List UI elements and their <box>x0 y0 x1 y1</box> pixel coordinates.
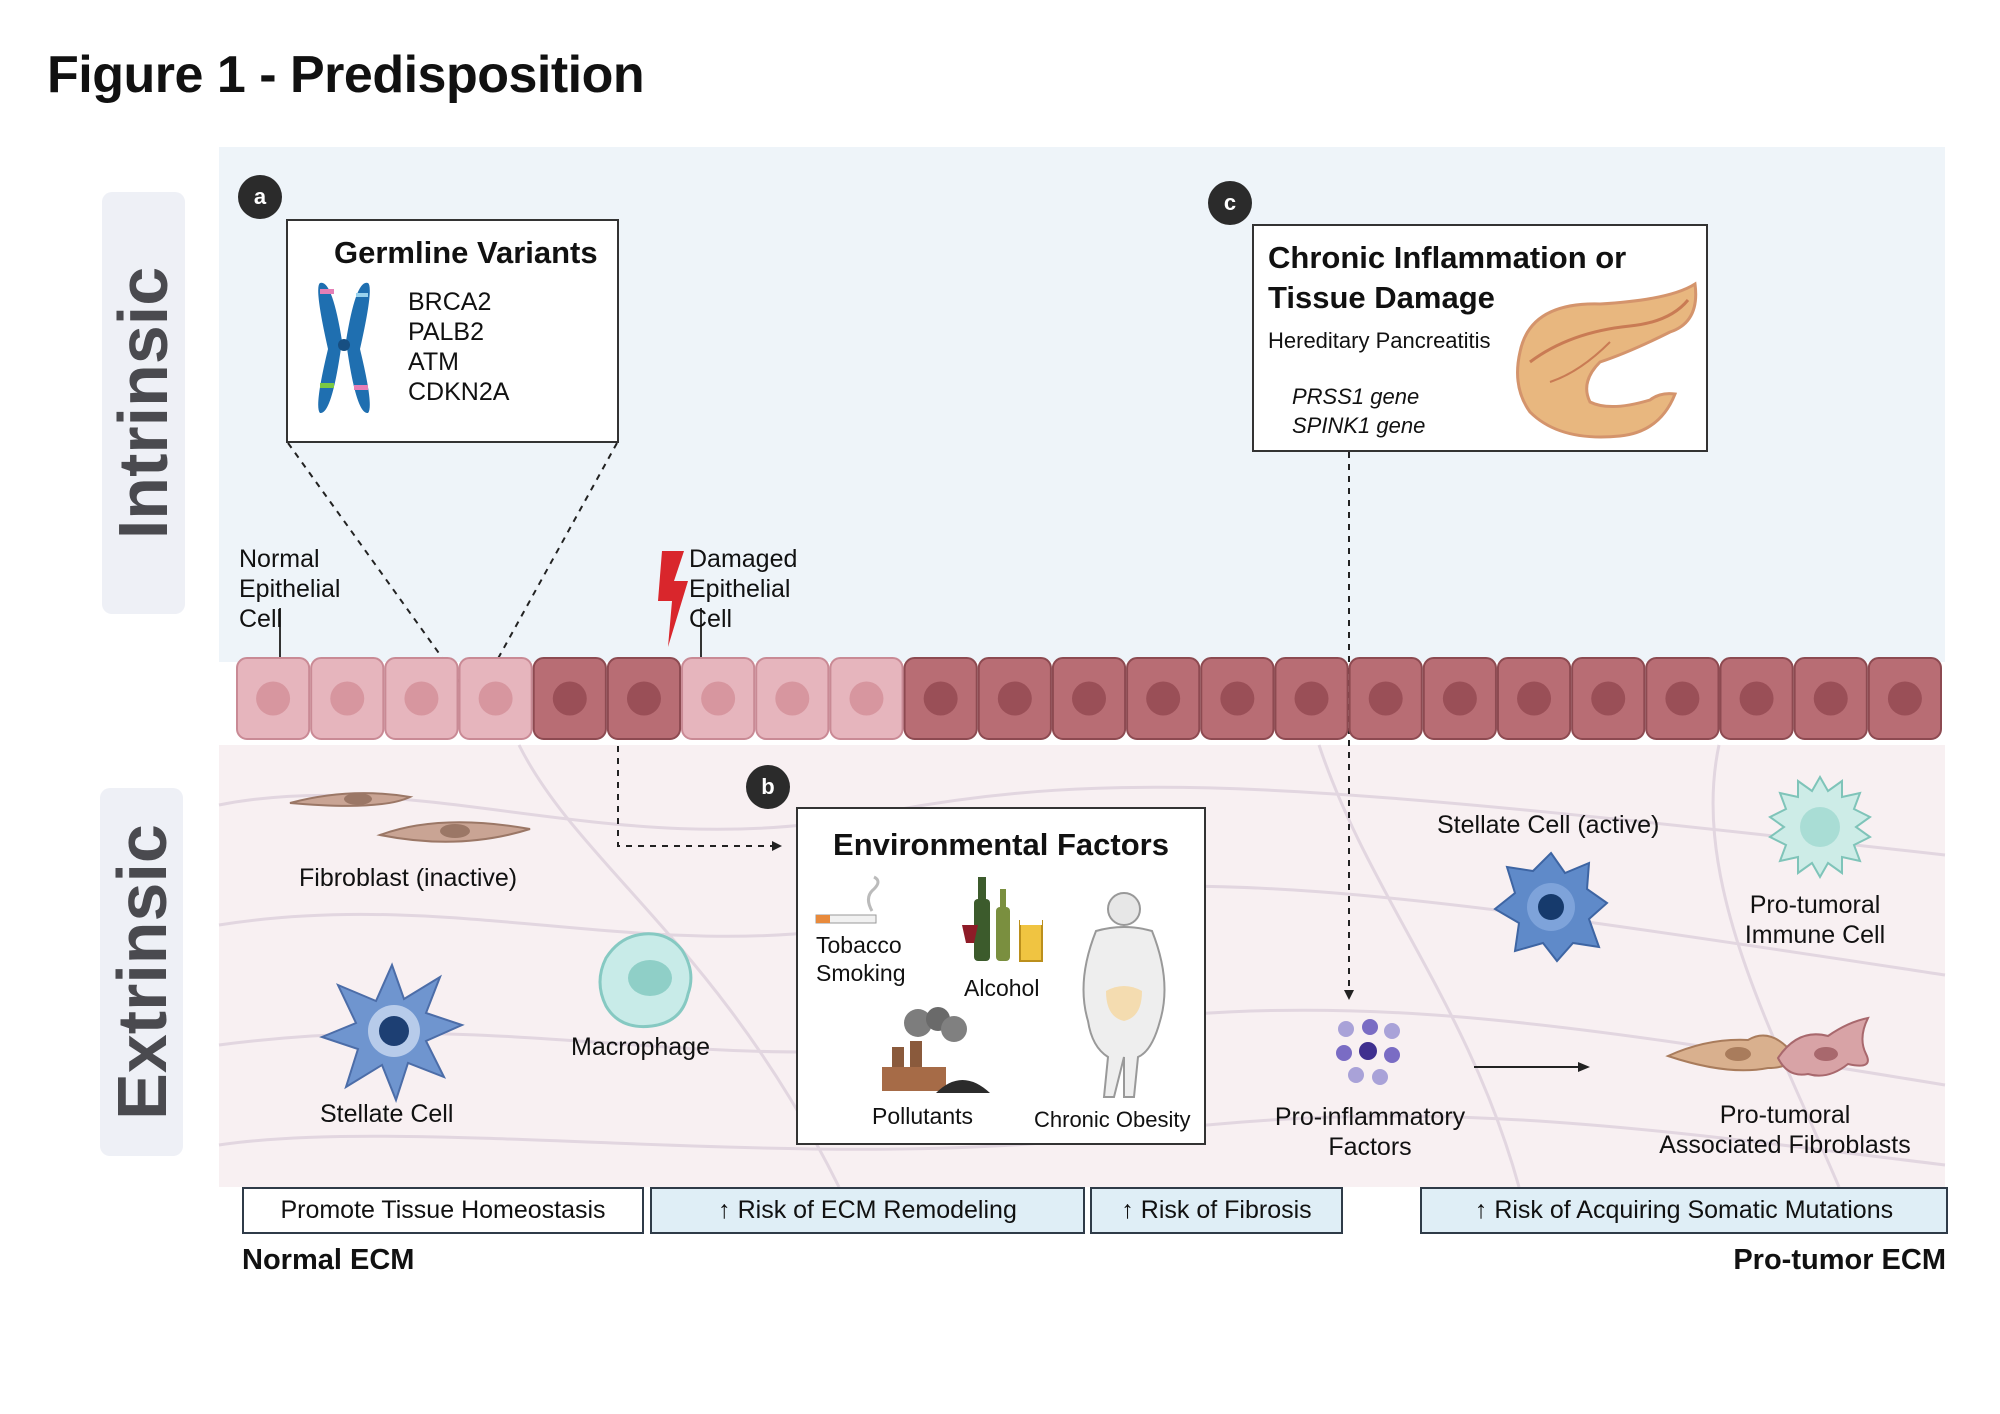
immune-cell-icon <box>1768 774 1872 880</box>
pollutants-icon <box>882 1007 990 1093</box>
stellate-cell-icon <box>319 962 465 1103</box>
damaged-cell-label: Damaged Epithelial Cell <box>689 544 797 634</box>
cell-nucleus <box>626 681 661 716</box>
normal-cell-label-1: Normal <box>239 545 320 573</box>
immune-cell-label-1: Pro-tumoral <box>1749 891 1881 919</box>
immune-cell-label: Pro-tumoral Immune Cell <box>1730 890 1900 950</box>
normal-cell-label-3: Cell <box>239 605 283 633</box>
fibroblast-icon <box>289 792 531 843</box>
cell-nucleus <box>1665 681 1700 716</box>
chromosome-icon <box>318 282 370 414</box>
damaged-cell-label-3: Cell <box>689 605 733 633</box>
damaged-cell-label-2: Epithelial <box>689 575 791 603</box>
arrowhead-c <box>1344 990 1354 1000</box>
extrinsic-label: Extrinsic <box>100 788 183 1156</box>
caf-label: Pro-tumoral Associated Fibroblasts <box>1620 1100 1950 1160</box>
cell-nucleus <box>849 681 884 716</box>
cell-nucleus <box>1739 681 1774 716</box>
obesity-label: Chronic Obesity <box>1034 1107 1191 1132</box>
stellate-active-icon <box>1493 851 1609 963</box>
cell-nucleus <box>1517 681 1552 716</box>
chronic-title: Chronic Inflammation or Tissue Damage <box>1268 238 1626 318</box>
proinflammatory-label: Pro-inflammatory Factors <box>1260 1102 1480 1162</box>
alcohol-icon <box>962 877 1043 962</box>
tobacco-label-2: Smoking <box>816 960 906 986</box>
proinflammatory-factors-icon <box>1336 1019 1400 1085</box>
cell-nucleus <box>1220 681 1255 716</box>
cell-nucleus <box>923 681 958 716</box>
pancreas-icon <box>1516 281 1698 439</box>
caf-label-1: Pro-tumoral <box>1719 1101 1851 1129</box>
cell-nucleus <box>1813 681 1848 716</box>
immune-cell-label-2: Immune Cell <box>1744 921 1886 949</box>
macrophage-label: Macrophage <box>571 1033 710 1061</box>
pro-tumor-ecm-label: Pro-tumor ECM <box>1733 1244 1946 1276</box>
cell-nucleus <box>478 681 513 716</box>
germline-variants-box: Germline Variants BRCA2 PALB2 ATM CDKN2A <box>286 219 619 443</box>
environmental-factors-box: Environmental Factors Tobacco Smoking Al… <box>796 807 1206 1145</box>
chronic-title-line1: Chronic Inflammation or <box>1268 240 1627 275</box>
normal-ecm-label: Normal ECM <box>242 1244 415 1276</box>
gene-list: BRCA2 PALB2 ATM CDKN2A <box>408 287 509 407</box>
bottom-bar-fibrosis: ↑ Risk of Fibrosis <box>1090 1187 1343 1234</box>
arrow-to-caf <box>1578 1062 1590 1072</box>
bottom-bar-homeostasis: Promote Tissue Homeostasis <box>242 1187 644 1234</box>
cell-nucleus <box>997 681 1032 716</box>
germline-title: Germline Variants <box>334 235 598 270</box>
badge-a: a <box>238 175 282 219</box>
cell-nucleus <box>1887 681 1922 716</box>
normal-cell-label: Normal Epithelial Cell <box>239 544 340 634</box>
macrophage-icon <box>598 932 693 1029</box>
lightning-icon <box>658 551 688 647</box>
gene-atm: ATM <box>408 348 459 376</box>
cigarette-icon <box>815 875 880 924</box>
stellate-active-label: Stellate Cell (active) <box>1437 811 1660 839</box>
epithelial-cell-row <box>236 657 1942 740</box>
gene-palb2: PALB2 <box>408 318 484 346</box>
caf-icon <box>1665 1016 1870 1077</box>
cell-nucleus <box>775 681 810 716</box>
fibroblast-label: Fibroblast (inactive) <box>299 864 518 892</box>
badge-c: c <box>1208 181 1252 225</box>
cell-nucleus <box>1368 681 1403 716</box>
cell-nucleus <box>256 681 291 716</box>
cell-nucleus <box>1146 681 1181 716</box>
cell-nucleus <box>701 681 736 716</box>
chronic-inflammation-box: Chronic Inflammation or Tissue Damage He… <box>1252 224 1708 452</box>
intrinsic-label: Intrinsic <box>102 192 185 614</box>
tobacco-label: Tobacco Smoking <box>816 931 905 987</box>
proinflammatory-label-2: Factors <box>1328 1133 1412 1161</box>
chronic-subtitle: Hereditary Pancreatitis <box>1268 328 1491 353</box>
cell-nucleus <box>1072 681 1106 716</box>
figure-title: Figure 1 - Predisposition <box>47 46 645 104</box>
caf-label-2: Associated Fibroblasts <box>1659 1131 1911 1159</box>
gene-brca2: BRCA2 <box>408 288 492 316</box>
cell-nucleus <box>552 681 587 716</box>
chronic-gene-list: PRSS1 gene SPINK1 gene <box>1292 382 1425 440</box>
gene-cdkn2a: CDKN2A <box>408 378 510 406</box>
alcohol-label: Alcohol <box>964 975 1040 1001</box>
tobacco-label-1: Tobacco <box>816 932 902 958</box>
obesity-figure-icon <box>1082 892 1166 1098</box>
damaged-cell-label-1: Damaged <box>689 545 798 573</box>
gene-spink1: SPINK1 gene <box>1292 413 1426 438</box>
cell-nucleus <box>404 681 439 716</box>
cell-nucleus <box>330 681 365 716</box>
chronic-title-line2: Tissue Damage <box>1268 280 1495 315</box>
arrowhead-b <box>772 841 782 851</box>
badge-b: b <box>746 765 790 809</box>
pollutants-label: Pollutants <box>872 1103 974 1129</box>
stellate-cell-label: Stellate Cell <box>320 1100 454 1128</box>
bottom-bar-somatic-mutations: ↑ Risk of Acquiring Somatic Mutations <box>1420 1187 1948 1234</box>
cell-nucleus <box>1442 681 1477 716</box>
cell-nucleus <box>1591 681 1626 716</box>
bottom-bar-ecm-remodeling: ↑ Risk of ECM Remodeling <box>650 1187 1085 1234</box>
cell-nucleus <box>1294 681 1329 716</box>
environment-title: Environmental Factors <box>833 827 1169 862</box>
normal-cell-label-2: Epithelial <box>239 575 341 603</box>
gene-prss1: PRSS1 gene <box>1292 384 1420 409</box>
proinflammatory-label-1: Pro-inflammatory <box>1274 1103 1466 1131</box>
